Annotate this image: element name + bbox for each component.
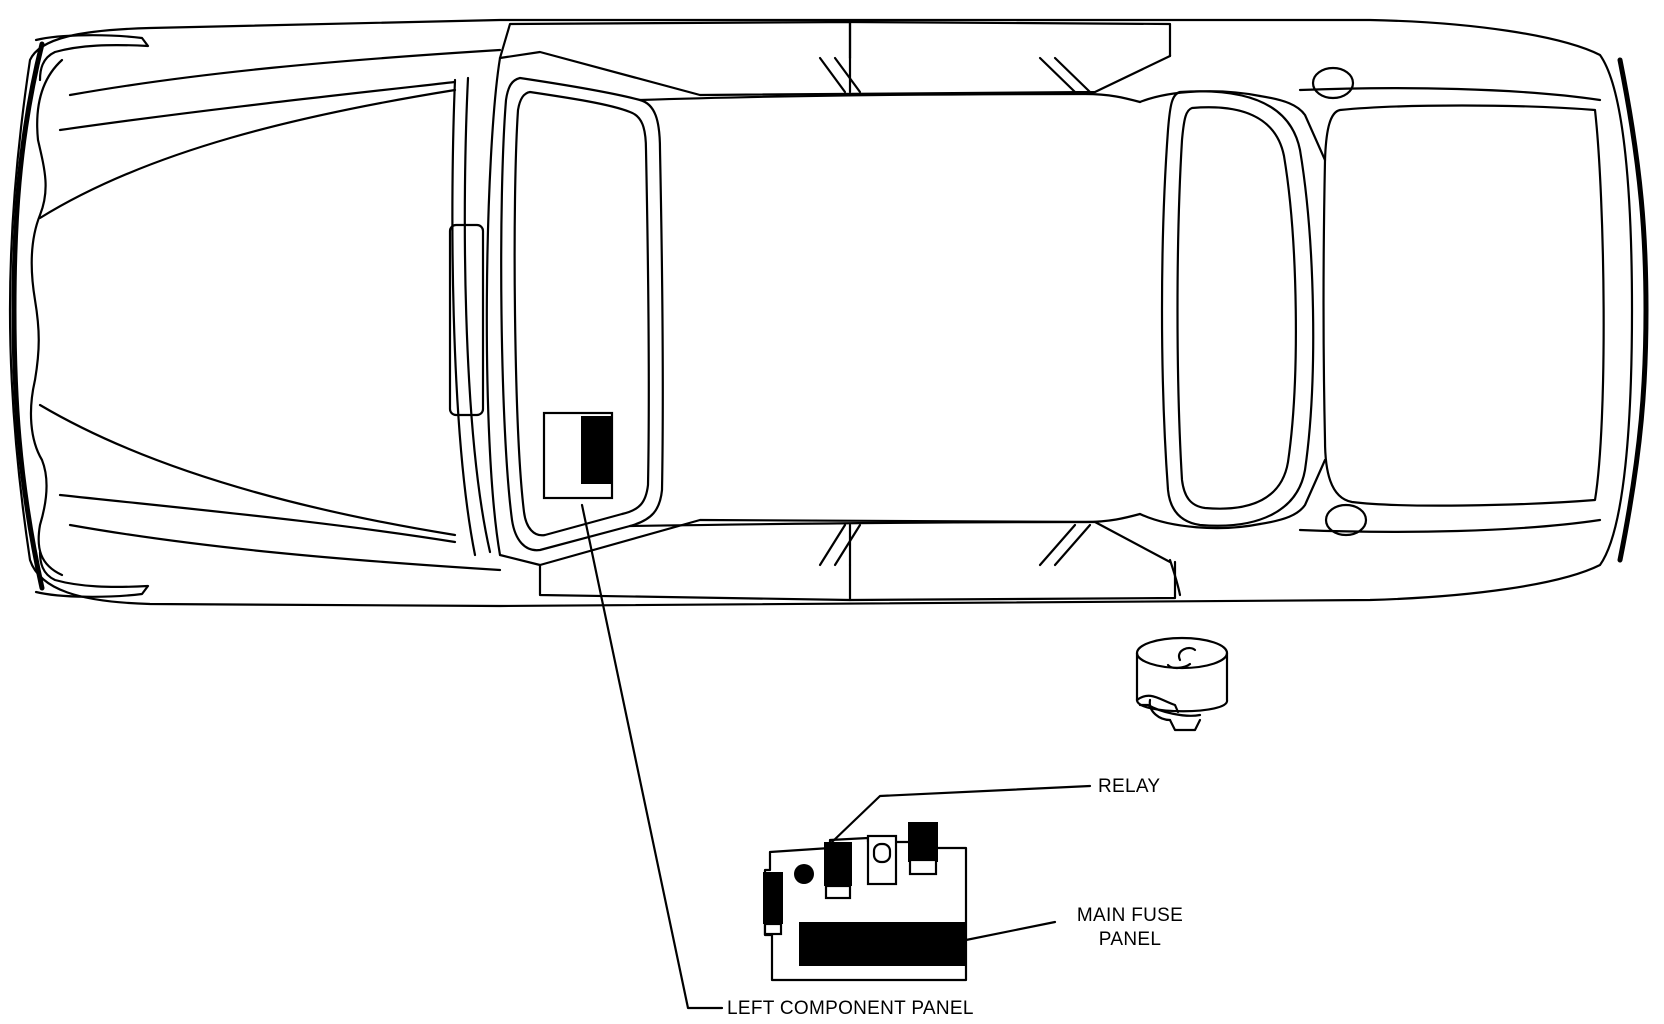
relay-leader: [830, 784, 1092, 844]
trunk-lid: [1322, 104, 1605, 507]
left-component-panel-label: LEFT COMPONENT PANEL: [727, 998, 974, 1019]
left-component-panel-leader: [580, 503, 724, 1010]
car-body: [8, 18, 1649, 608]
fuse-block: [799, 922, 965, 966]
main-fuse-panel-leader: [964, 920, 1057, 942]
rear-bumper: [1617, 57, 1649, 563]
main-fuse-panel-detail: [763, 822, 968, 982]
main-fuse-panel-label-line1: MAIN FUSE: [1076, 905, 1184, 926]
windshield: [500, 76, 664, 552]
relay-detail: [1135, 636, 1229, 732]
main-fuse-panel-label: MAIN FUSE PANEL: [1060, 904, 1200, 952]
main-fuse-panel-label-line2: PANEL: [1098, 929, 1162, 950]
rear-window: [1160, 90, 1315, 527]
front-bumper: [11, 41, 45, 591]
relay-label: RELAY: [1098, 776, 1161, 797]
relay-unit: [824, 842, 852, 886]
